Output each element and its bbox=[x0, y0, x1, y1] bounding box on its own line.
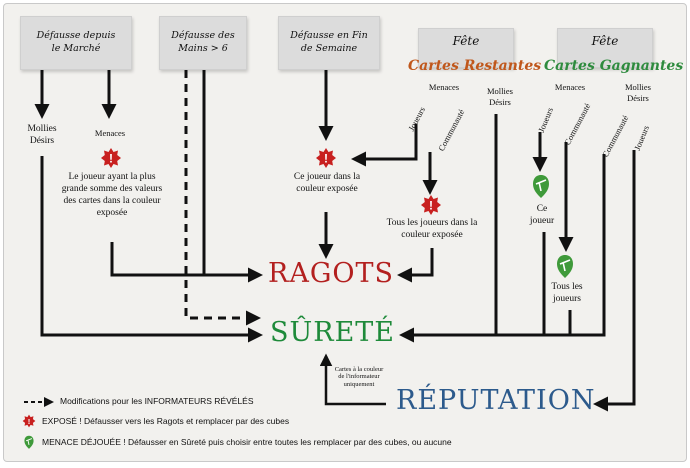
expose-icon: ! bbox=[101, 148, 121, 168]
flow-diagram: Défausse depuis le Marché Défausse des M… bbox=[3, 3, 687, 462]
arrow-tous-ragots bbox=[397, 248, 434, 283]
box-defausse-fin-semaine-text: Défausse en Fin de Semaine bbox=[290, 30, 368, 54]
surete-label: SÛRETÉ bbox=[270, 317, 396, 348]
ce-joueur-couleur-label: Ce joueur dans la couleur exposée bbox=[293, 172, 361, 194]
legend-expose-text: EXPOSÉ ! Défausser vers les Ragots et re… bbox=[42, 416, 290, 426]
box-defausse-marche: Défausse depuis le Marché bbox=[20, 16, 132, 70]
informateur-note: Cartes à la couleur de l'informateur uni… bbox=[334, 366, 384, 388]
tous-les-joueurs-label: Tous les joueurs bbox=[551, 282, 583, 304]
arrow-joueur-ragots bbox=[110, 242, 263, 283]
svg-text:!: ! bbox=[109, 152, 113, 166]
mollies-desirs-left: Mollies Désirs bbox=[27, 124, 57, 146]
fete-g-mollies: Mollies Désirs bbox=[625, 82, 651, 103]
box-fete-left-title: Fête bbox=[452, 34, 480, 48]
fete-right-subtitle: Cartes Gagnantes bbox=[544, 58, 684, 74]
reputation-label: RÉPUTATION bbox=[396, 385, 596, 416]
legend-menace-dejouee: MENACE DÉJOUÉE ! Défausser en Sûreté pui… bbox=[22, 434, 452, 450]
box-fete-left: Fête bbox=[418, 28, 514, 68]
arrow-reputation-surete bbox=[319, 353, 386, 406]
flow-arrows bbox=[24, 70, 636, 412]
menace-dejouee-icon bbox=[557, 255, 573, 278]
arrow-fete-joueurs bbox=[351, 124, 418, 167]
ragots-label: RAGOTS bbox=[268, 258, 395, 289]
box-defausse-marche-text: Défausse depuis le Marché bbox=[36, 30, 116, 54]
fete-r-mollies: Mollies Désirs bbox=[487, 86, 513, 107]
menace-dejouee-icon bbox=[533, 175, 549, 198]
box-defausse-mains-text: Défausse des Mains > 6 bbox=[171, 30, 235, 54]
arrow-gagnantes-joueurs-reputation bbox=[593, 150, 636, 412]
legend-expose: ! EXPOSÉ ! Défausser vers les Ragots et … bbox=[22, 414, 289, 428]
legend-dashed-text: Modifications pour les INFORMATEURS RÉVÉ… bbox=[60, 396, 254, 406]
box-fete-right-title: Fête bbox=[591, 34, 619, 48]
fete-left-subtitle: Cartes Restantes bbox=[408, 58, 542, 74]
menaces-left: Menaces bbox=[94, 128, 126, 138]
svg-text:!: ! bbox=[28, 417, 31, 426]
arrow-gagnantes-mollies-surete bbox=[399, 154, 606, 343]
fete-g-menaces: Menaces bbox=[554, 82, 586, 92]
expose-icon: ! bbox=[22, 414, 36, 428]
arrow-mollies-surete bbox=[40, 156, 263, 343]
box-defausse-fin-semaine: Défausse en Fin de Semaine bbox=[278, 16, 380, 70]
box-defausse-mains: Défausse des Mains > 6 bbox=[159, 16, 247, 70]
expose-icon: ! bbox=[421, 195, 441, 215]
joueur-plus-grande-label: Le joueur ayant la plus grande somme des… bbox=[61, 172, 163, 218]
svg-text:!: ! bbox=[429, 199, 433, 213]
ce-joueur-label: Ce joueur bbox=[529, 204, 555, 226]
arrow-mains-surete-dashed bbox=[184, 70, 261, 326]
legend-menace-dejouee-text: MENACE DÉJOUÉE ! Défausser en Sûreté pui… bbox=[42, 437, 452, 447]
expose-icon: ! bbox=[316, 148, 336, 168]
menace-dejouee-icon bbox=[24, 435, 34, 449]
tous-joueurs-couleur-label: Tous les joueurs dans la couleur exposée bbox=[386, 218, 478, 240]
fete-r-menaces: Menaces bbox=[428, 82, 460, 92]
svg-text:!: ! bbox=[324, 152, 328, 166]
legend-dashed: Modifications pour les INFORMATEURS RÉVÉ… bbox=[22, 396, 254, 406]
box-fete-right: Fête bbox=[557, 28, 653, 68]
